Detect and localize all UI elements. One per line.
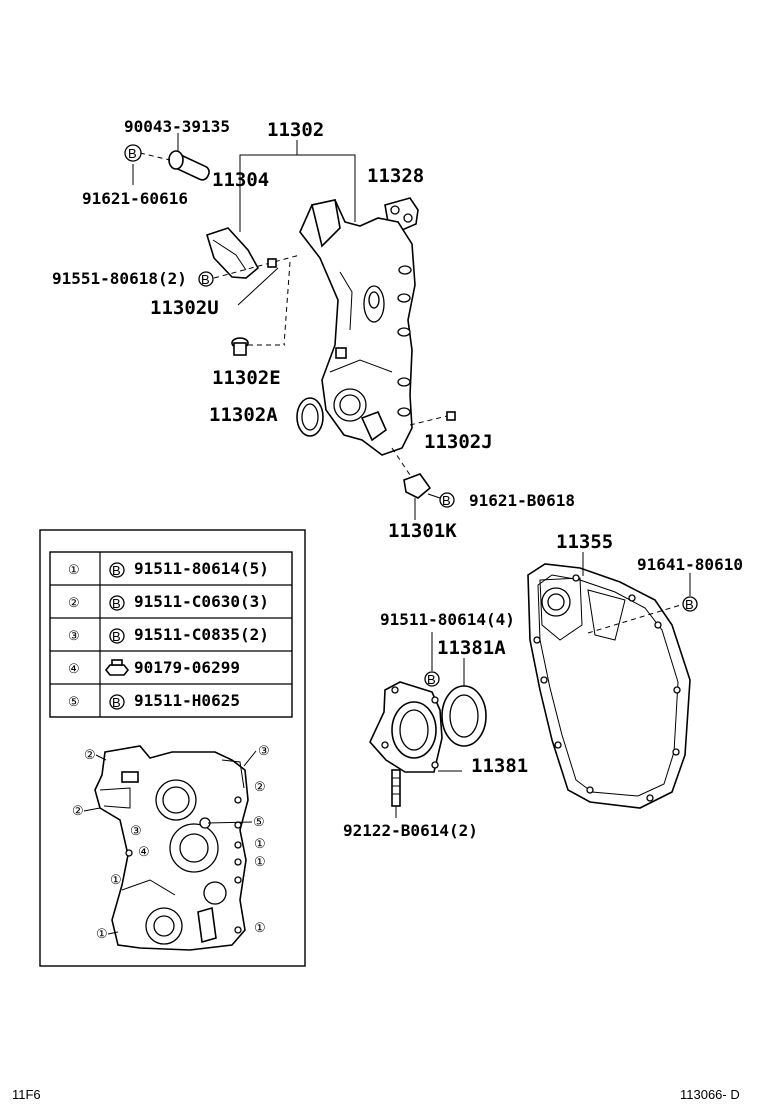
bolt-circle-b-icon (109, 595, 125, 611)
callout: ④ (138, 844, 150, 859)
bolt-table-box (39, 529, 306, 967)
callout: ⑤ (253, 814, 265, 829)
svg-text:B: B (128, 146, 137, 161)
label-11302: 11302 (267, 119, 324, 141)
callout: ① (254, 920, 266, 935)
plug-11302e (231, 337, 285, 356)
bolt-table-row: ④ 90179-06299 (68, 658, 240, 677)
bolt-symbol-icon: B (124, 144, 142, 162)
dash-11302e (283, 261, 291, 346)
retainer-11381: B (369, 632, 462, 773)
label-91641: 91641-80610 (637, 555, 743, 574)
bolt-91551: B (198, 254, 301, 287)
bolt-table-row: ② B 91511-C0630(3) (68, 592, 269, 611)
label-11328: 11328 (367, 165, 424, 187)
bolt-table-row: ③ B 91511-C0835(2) (68, 625, 269, 644)
callout: ③ (130, 823, 142, 838)
callout: ① (254, 854, 266, 869)
svg-text:91511-C0630(3): 91511-C0630(3) (134, 592, 269, 611)
bolt-location-diagram: ② ③ ② ② ③ ⑤ ④ ① ① ① ① ① (72, 743, 270, 951)
bolt-circle-b-icon (109, 628, 125, 644)
footer-left-code: 11F6 (12, 1087, 41, 1102)
svg-text:B: B (112, 563, 121, 578)
svg-text:④: ④ (68, 661, 80, 676)
bolt-circle-b-icon (109, 694, 125, 710)
label-11302a: 11302A (209, 404, 278, 426)
label-90043: 90043-39135 (124, 117, 230, 136)
timing-cover (299, 199, 416, 456)
pin-90043 (132, 133, 210, 185)
label-11304: 11304 (212, 169, 269, 191)
callout: ① (110, 872, 122, 887)
oil-seal-11381a (441, 658, 487, 747)
label-91511-4: 91511-80614(4) (380, 610, 515, 629)
label-91621-60616: 91621-60616 (82, 189, 188, 208)
stud-92122 (391, 769, 401, 818)
bolt-table-row: ① B 91511-80614(5) (68, 559, 269, 578)
svg-text:B: B (442, 493, 451, 508)
bolt-11301k: B (391, 447, 455, 520)
svg-text:B: B (201, 272, 210, 287)
callout: ② (72, 803, 84, 818)
svg-text:90179-06299: 90179-06299 (134, 658, 240, 677)
label-11302j: 11302J (424, 431, 493, 453)
svg-text:B: B (427, 672, 436, 687)
svg-text:③: ③ (68, 628, 80, 643)
label-11301k: 11301K (388, 520, 457, 542)
callout: ② (84, 747, 96, 762)
cover-11304 (206, 192, 260, 279)
plate-11355: B (527, 552, 698, 809)
pin-11302j (409, 411, 456, 426)
label-91551: 91551-80618(2) (52, 269, 187, 288)
oil-seal-11302a (296, 397, 324, 437)
svg-text:①: ① (68, 562, 80, 577)
callout: ② (254, 779, 266, 794)
label-11381a: 11381A (437, 637, 506, 659)
svg-text:⑤: ⑤ (68, 694, 80, 709)
label-11302e: 11302E (212, 367, 281, 389)
label-92122: 92122-B0614(2) (343, 821, 478, 840)
callout: ① (254, 836, 266, 851)
svg-text:B: B (112, 629, 121, 644)
label-91621-b0618: 91621-B0618 (469, 491, 575, 510)
bracket-11302 (239, 140, 356, 222)
label-11355: 11355 (556, 531, 613, 553)
callout: ① (96, 926, 108, 941)
label-11302u: 11302U (150, 297, 219, 319)
label-11381: 11381 (471, 755, 528, 777)
svg-text:B: B (112, 695, 121, 710)
svg-text:91511-H0625: 91511-H0625 (134, 691, 240, 710)
svg-text:91511-C0835(2): 91511-C0835(2) (134, 625, 269, 644)
leader-11302u (237, 267, 279, 306)
svg-text:91511-80614(5): 91511-80614(5) (134, 559, 269, 578)
bolt-table-row: ⑤ B 91511-H0625 (68, 691, 240, 710)
bolt-circle-b-icon (109, 562, 125, 578)
callout: ③ (258, 743, 270, 758)
footer-right-code: 113066- D (680, 1087, 740, 1102)
svg-text:B: B (112, 596, 121, 611)
svg-text:B: B (685, 597, 694, 612)
nut-hex-icon (104, 659, 130, 676)
svg-text:②: ② (68, 595, 80, 610)
